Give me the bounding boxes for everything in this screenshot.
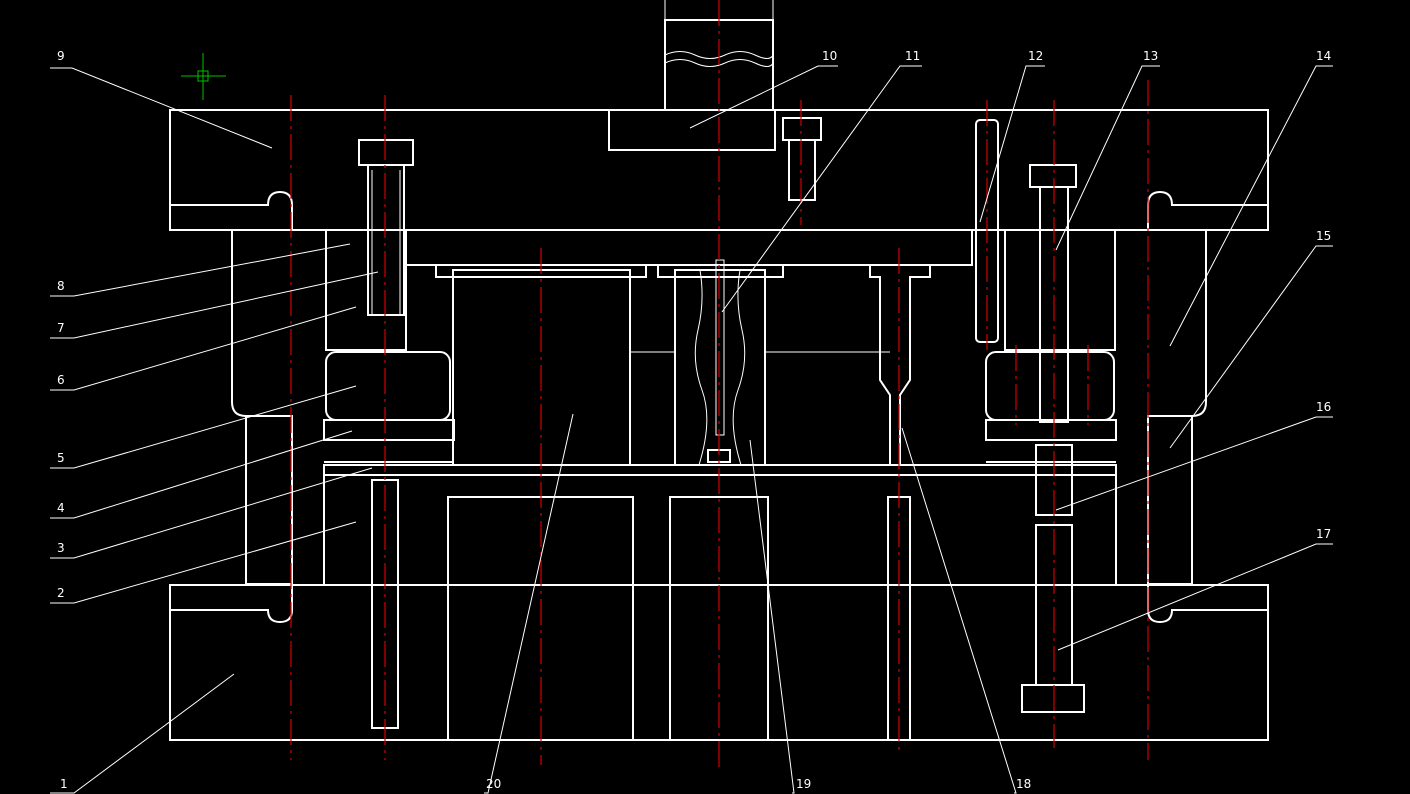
part-label-9: 9 [57, 49, 65, 63]
rubber-right [985, 351, 1115, 421]
lower-base-slot-left [170, 585, 293, 624]
punch-19-break [694, 269, 746, 466]
part-label-13: 13 [1143, 49, 1158, 63]
part-label-8: 8 [57, 279, 65, 293]
ejector-pin [715, 259, 725, 436]
spacer-left [325, 229, 407, 351]
guide-bush-right [1148, 230, 1207, 417]
cad-crosshair-cursor [181, 53, 226, 100]
part-label-10: 10 [822, 49, 837, 63]
upper-base-slot-left [170, 190, 293, 230]
part-label-2: 2 [57, 586, 65, 600]
part-label-6: 6 [57, 373, 65, 387]
part-label-18: 18 [1016, 777, 1031, 791]
part-label-7: 7 [57, 321, 65, 335]
screw-head-left [358, 139, 414, 166]
screw-shank-top [788, 139, 816, 201]
die-plate [323, 464, 1117, 586]
part-label-19: 19 [796, 777, 811, 791]
shank [608, 109, 776, 151]
part-label-1: 1 [60, 777, 68, 791]
lower-base-slot-right [1147, 585, 1268, 624]
part-label-11: 11 [905, 49, 920, 63]
part-label-3: 3 [57, 541, 65, 555]
guide-bush-left [231, 230, 292, 417]
bolt-17-head [1021, 684, 1085, 713]
part-label-12: 12 [1028, 49, 1043, 63]
screw-shank-left [367, 164, 405, 316]
punch-18 [869, 264, 931, 466]
part-label-4: 4 [57, 501, 65, 515]
screw-head-top [782, 117, 822, 141]
part-labels: 9 8 7 6 5 4 3 2 10 11 12 13 14 15 16 17 … [57, 49, 1331, 791]
upper-base-slot-right [1147, 190, 1268, 230]
part-label-17: 17 [1316, 527, 1331, 541]
rubber-left [325, 351, 451, 421]
part-label-16: 16 [1316, 400, 1331, 414]
part-label-15: 15 [1316, 229, 1331, 243]
guide-post-right [1147, 415, 1193, 585]
leader-lines [50, 65, 1333, 794]
part-label-20: 20 [486, 777, 501, 791]
spacer-right [1004, 229, 1116, 351]
part-label-14: 14 [1316, 49, 1331, 63]
punch-19 [674, 269, 766, 466]
centerlines [290, 0, 1149, 770]
stripper-plate-right [985, 419, 1117, 441]
upper-pad-plate [404, 229, 973, 266]
punch-19-head [657, 264, 784, 278]
screw-head-13 [1029, 164, 1077, 188]
shank-break-line [664, 51, 774, 67]
part-label-5: 5 [57, 451, 65, 465]
guide-post-left [245, 415, 293, 585]
stripper-plate-left [323, 419, 455, 441]
